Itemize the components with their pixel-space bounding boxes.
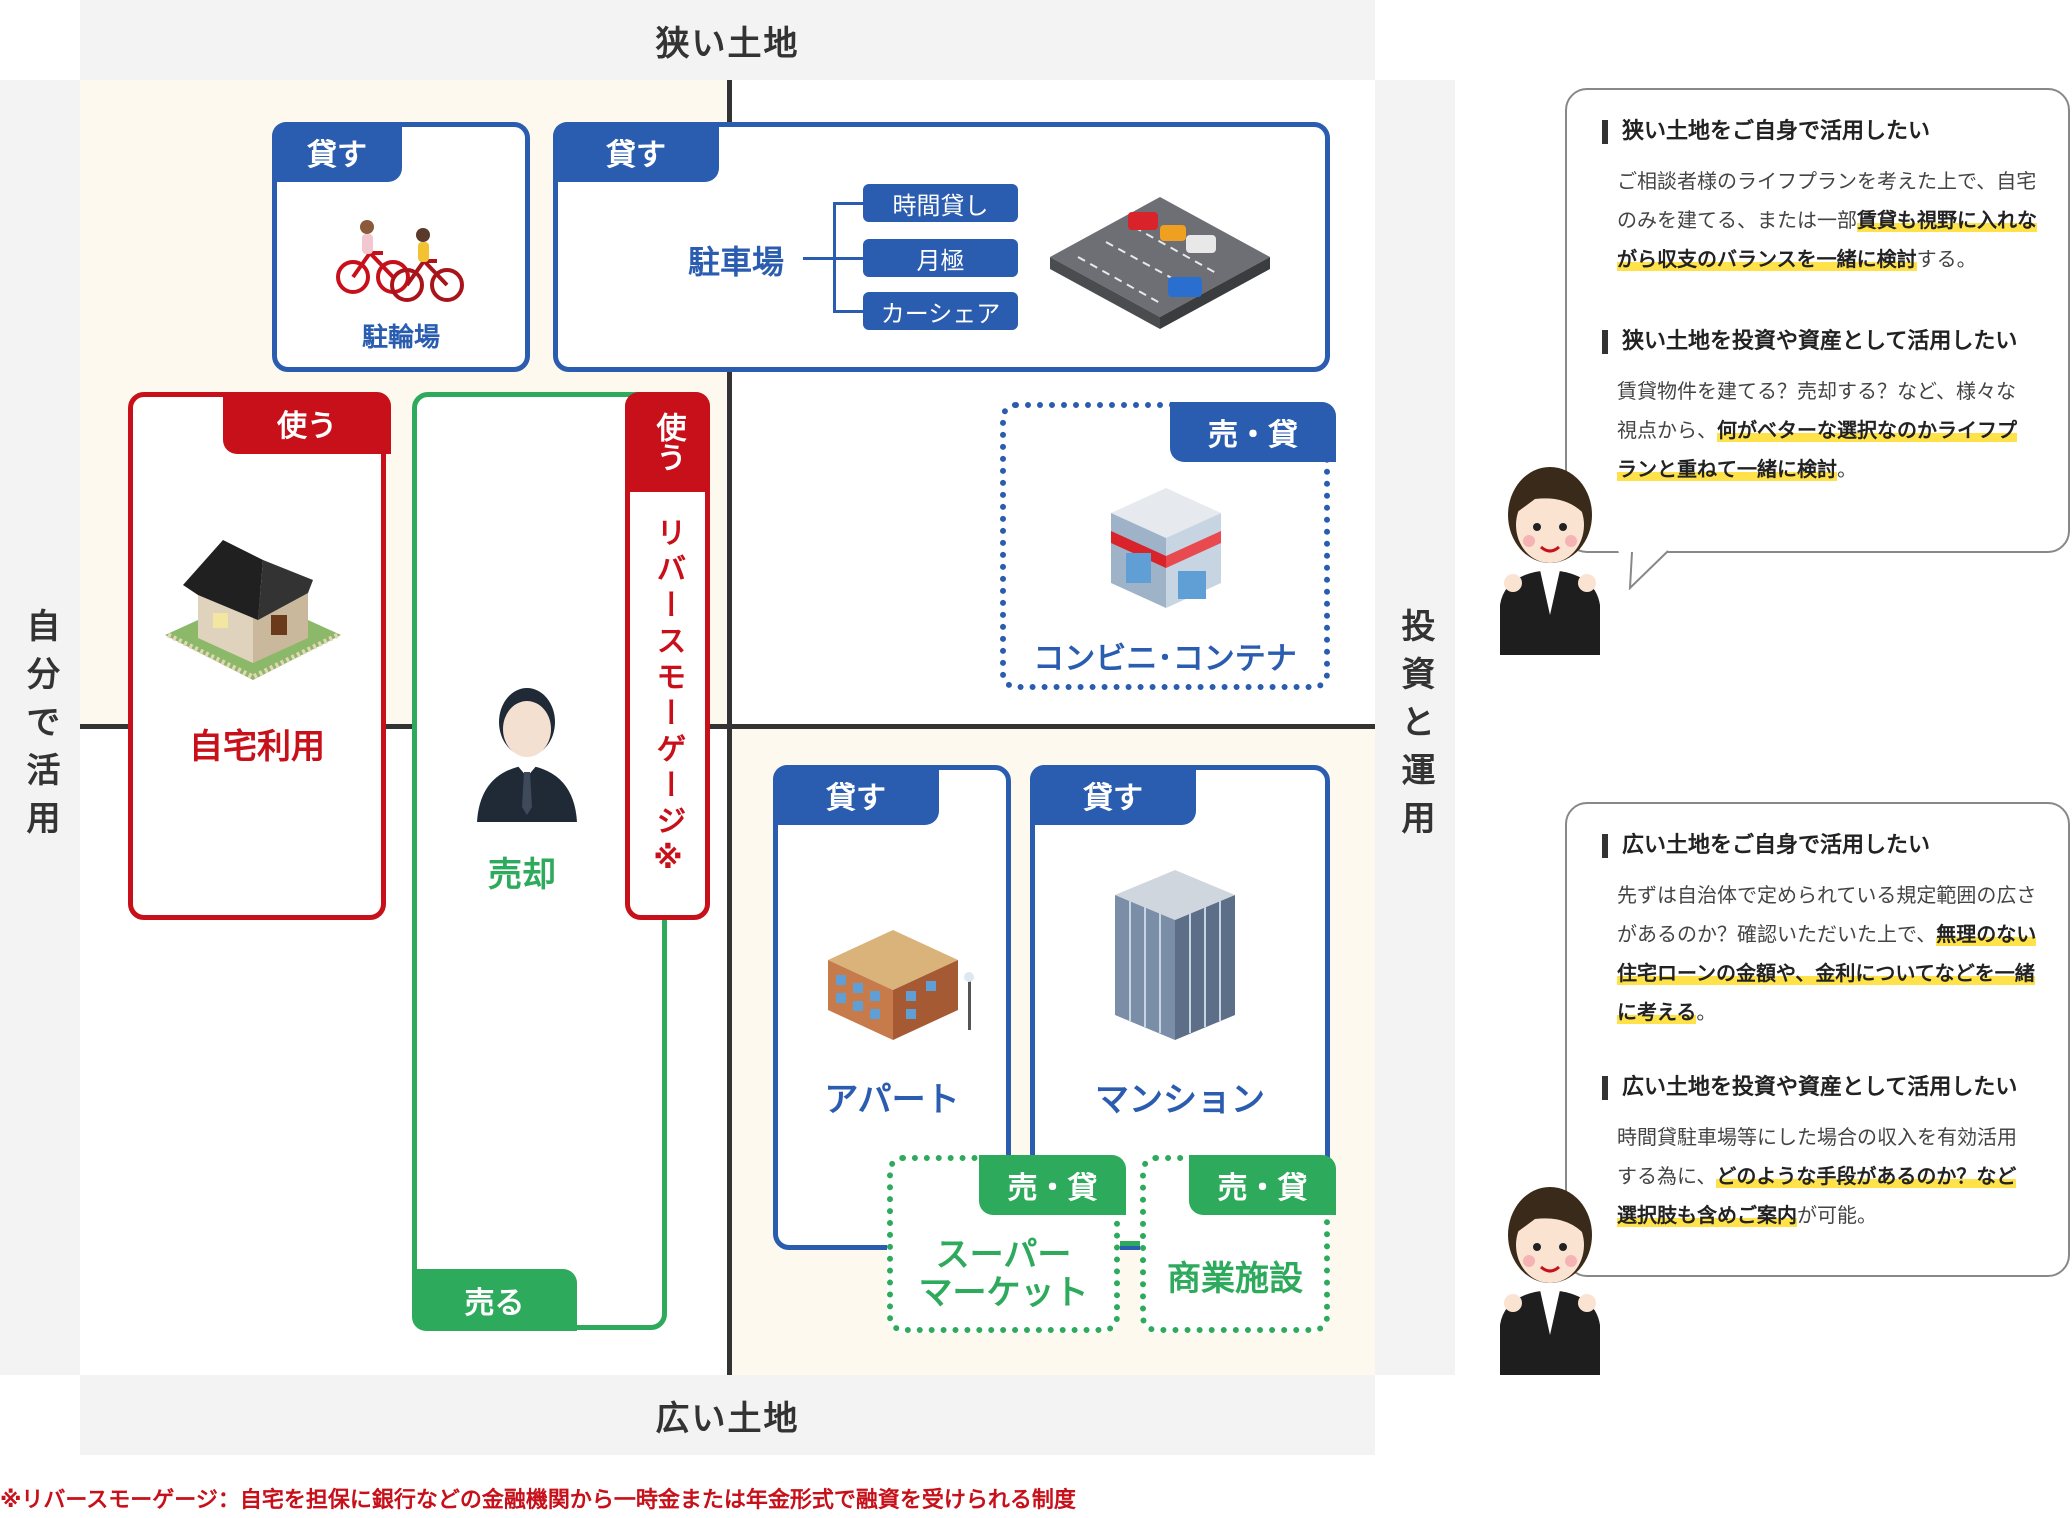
axis-bottom-label: 広い土地 bbox=[655, 1398, 800, 1439]
bubble-text-line: ご相談者様のライフプランを考えた上で、自宅 bbox=[1617, 169, 2037, 193]
tab-lend: 貸す bbox=[272, 122, 402, 182]
tab-use-vertical: 使う bbox=[625, 392, 710, 492]
bubble-text-plain: が可能。 bbox=[1797, 1203, 1877, 1227]
axis-vertical-line bbox=[727, 80, 732, 1375]
bubble-text-highlight: 賃貸も視野に入れな bbox=[1857, 208, 2037, 232]
bubble-text-highlight: 住宅ローンの金額や、金利についてなどを一緒 bbox=[1617, 961, 2035, 985]
card-commercial-facility: 売・貸 商業施設 bbox=[1140, 1155, 1336, 1333]
footnote-reverse-mortgage: ※リバースモーゲージ：自宅を担保に銀行などの金融機関から一時金または年金形式で融… bbox=[0, 1488, 1076, 1513]
bubble-text-line: 賃貸物件を建てる？売却する？など、様々な bbox=[1617, 379, 2016, 403]
bubble-text-line: 時間貸駐車場等にした場合の収入を有効活用 bbox=[1617, 1125, 2017, 1149]
apartment-label: アパート bbox=[824, 1080, 960, 1120]
axis-bottom-wide-land: 広い土地 bbox=[80, 1375, 1375, 1455]
card-convenience-container: 売・貸 コンビニ･コンテナ bbox=[1000, 402, 1336, 690]
option-carshare: カーシェア bbox=[863, 292, 1018, 330]
bubble-text-line: 視点から、何がベターな選択なのかライフプ bbox=[1617, 411, 2017, 450]
tab-lend: 貸す bbox=[773, 765, 939, 825]
card-bicycle-parking: 貸す 駐輪場 bbox=[272, 122, 530, 372]
axis-top-narrow-land: 狭い土地 bbox=[80, 0, 1375, 80]
bubble-text-line: のみを建てる、または一部賃貸も視野に入れな bbox=[1617, 201, 2037, 240]
card-reverse-mortgage: 使う リバースモーゲージ※ bbox=[625, 392, 710, 920]
axis-right-investment: 投資と運用 bbox=[1375, 80, 1455, 1375]
tab-sell-lend: 売・貸 bbox=[1189, 1155, 1336, 1215]
card-car-parking: 貸す 駐車場 時間貸し 月極 カーシェア bbox=[553, 122, 1330, 372]
bubble-heading-wide-self: 広い土地をご自身で活用したい bbox=[1602, 834, 1930, 858]
bubble-text-plain: のみを建てる、または一部 bbox=[1617, 208, 1857, 232]
card-home-use: 使う 自宅利用 bbox=[128, 392, 391, 920]
bubble-text-line: があるのか？確認いただいた上で、無理のない bbox=[1617, 915, 2037, 954]
bubble-text-highlight: 何がベターな選択なのかライフプ bbox=[1717, 418, 2017, 442]
reverse-mortgage-label: リバースモーゲージ※ bbox=[630, 517, 705, 893]
speech-bubble-narrow-land: 狭い土地をご自身で活用したい ご相談者様のライフプランを考えた上で、自宅 のみを… bbox=[1565, 88, 2070, 553]
tab-sell: 売る bbox=[412, 1269, 577, 1331]
bubble-text-plain: 。 bbox=[1696, 1000, 1717, 1024]
axis-left-label: 自分で活用 bbox=[20, 607, 60, 848]
parking-tree-line bbox=[803, 257, 833, 260]
home-use-label: 自宅利用 bbox=[189, 727, 325, 767]
tab-sell-lend: 売・貸 bbox=[979, 1155, 1126, 1215]
connector-line bbox=[1120, 1241, 1140, 1246]
bubble-text-plain: 視点から、 bbox=[1617, 418, 1717, 442]
bubble-text-highlight: 無理のない bbox=[1936, 922, 2037, 946]
bubble-text-highlight: 選択肢も含めご案内 bbox=[1617, 1203, 1797, 1227]
tab-sell-lend: 売・貸 bbox=[1170, 402, 1336, 462]
bubble-text-highlight: に考える bbox=[1617, 1000, 1697, 1024]
consultant-woman-icon bbox=[1495, 455, 1605, 655]
car-parking-label: 駐車場 bbox=[688, 243, 785, 281]
tab-use-text: 使う bbox=[650, 412, 686, 472]
bubble-text-plain: する為に、 bbox=[1617, 1164, 1717, 1188]
house-icon bbox=[163, 535, 343, 685]
bubble-text-line: 選択肢も含めご案内が可能。 bbox=[1617, 1196, 1877, 1235]
tab-use: 使う bbox=[223, 392, 391, 454]
supermarket-label-line2: マーケット bbox=[918, 1273, 1089, 1313]
bubble-text-line: 先ずは自治体で定められている規定範囲の広さ bbox=[1617, 883, 2037, 907]
parking-tree-branch bbox=[833, 202, 863, 205]
parking-tree-branch bbox=[833, 257, 863, 260]
bubble-tail bbox=[1618, 550, 1669, 590]
bubble-heading-wide-invest: 広い土地を投資や資産として活用したい bbox=[1602, 1076, 2017, 1100]
card-supermarket: 売・貸 スーパー マーケット bbox=[887, 1155, 1126, 1333]
bubble-text-highlight: どのような手段があるのか？など bbox=[1716, 1164, 2017, 1188]
convenience-store-icon bbox=[1106, 483, 1226, 613]
bubble-text-line: ランと重ねて一緒に検討。 bbox=[1617, 450, 1857, 489]
speech-bubble-wide-land: 広い土地をご自身で活用したい 先ずは自治体で定められている規定範囲の広さ がある… bbox=[1565, 802, 2070, 1277]
bubble-text-line: がら収支のバランスを一緒に検討する。 bbox=[1617, 240, 1977, 279]
bubble-text-plain: 。 bbox=[1837, 457, 1857, 481]
axis-right-label: 投資と運用 bbox=[1395, 607, 1435, 848]
bubble-heading-narrow-self: 狭い土地をご自身で活用したい bbox=[1602, 120, 1930, 144]
businessman-icon bbox=[472, 677, 582, 827]
convenience-container-label: コンビニ･コンテナ bbox=[1033, 641, 1297, 677]
supermarket-label-line1: スーパー bbox=[935, 1235, 1072, 1275]
option-hourly: 時間貸し bbox=[863, 184, 1018, 222]
bubble-text-line: する為に、どのような手段があるのか？など bbox=[1617, 1157, 2017, 1196]
bubble-text-highlight: がら収支のバランスを一緒に検討 bbox=[1617, 247, 1917, 271]
parking-lot-icon bbox=[1048, 187, 1273, 337]
mansion-icon bbox=[1115, 865, 1245, 1045]
tab-lend: 貸す bbox=[1030, 765, 1196, 825]
bubble-text-line: に考える。 bbox=[1617, 993, 1716, 1032]
parking-tree-branch bbox=[833, 310, 863, 313]
bubble-heading-narrow-invest: 狭い土地を投資や資産として活用したい bbox=[1602, 330, 2017, 354]
bicycle-icon bbox=[335, 205, 465, 305]
option-monthly: 月極 bbox=[863, 239, 1018, 277]
reverse-mortgage-text: リバースモーゲージ※ bbox=[650, 517, 686, 882]
tab-lend: 貸す bbox=[553, 122, 719, 182]
bubble-text-line: 住宅ローンの金額や、金利についてなどを一緒 bbox=[1617, 954, 2035, 993]
mansion-label: マンション bbox=[1095, 1080, 1265, 1120]
consultant-woman-icon bbox=[1495, 1175, 1605, 1375]
axis-left-self-use: 自分で活用 bbox=[0, 80, 80, 1375]
axis-top-label: 狭い土地 bbox=[655, 23, 800, 64]
bubble-text-plain: があるのか？確認いただいた上で、 bbox=[1617, 922, 1937, 946]
apartment-icon bbox=[818, 925, 988, 1045]
bicycle-parking-label: 駐輪場 bbox=[361, 323, 440, 353]
card-sale: 売る 売却 bbox=[412, 392, 667, 1331]
bubble-text-highlight: ランと重ねて一緒に検討 bbox=[1617, 457, 1837, 481]
sale-label: 売却 bbox=[488, 855, 556, 895]
commercial-facility-label: 商業施設 bbox=[1167, 1259, 1303, 1299]
bubble-text-plain: する。 bbox=[1916, 247, 1977, 271]
